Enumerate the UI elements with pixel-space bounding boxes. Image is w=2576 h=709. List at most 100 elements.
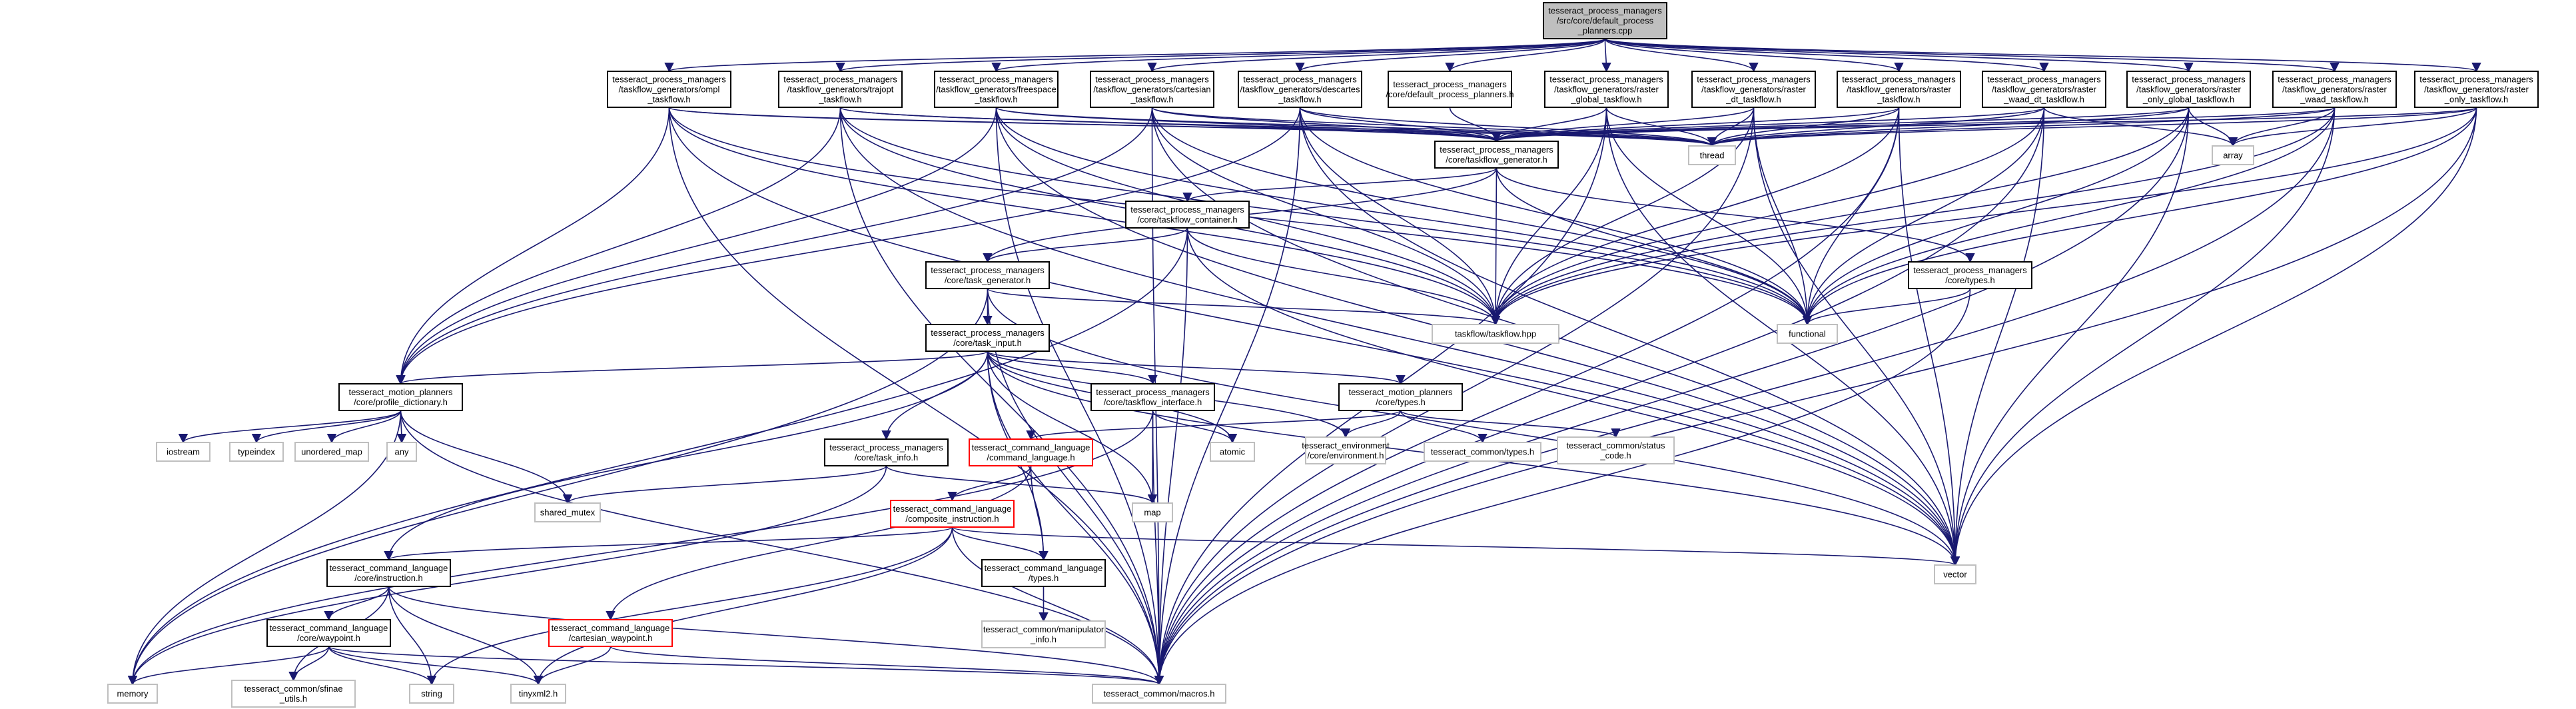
edge-composite-to-string bbox=[426, 526, 953, 686]
node-root[interactable]: tesseract_process_managers/src/core/defa… bbox=[1543, 2, 1667, 39]
node-label-instruction: /core/instruction.h bbox=[354, 573, 423, 583]
node-rgt[interactable]: tesseract_process_managers/taskflow_gene… bbox=[1544, 71, 1669, 108]
node-label-rwt: /taskflow_generators/raster bbox=[2282, 85, 2387, 95]
edge-instruction-to-string bbox=[388, 586, 437, 686]
edge-tcont-to-memory bbox=[127, 227, 1188, 686]
node-rwt[interactable]: tesseract_process_managers/taskflow_gene… bbox=[2272, 71, 2397, 108]
node-label-dpp: tesseract_process_managers bbox=[1393, 79, 1507, 89]
node-tiface[interactable]: tesseract_process_managers/core/taskflow… bbox=[1090, 383, 1215, 411]
edge-profile-to-iostream bbox=[178, 410, 402, 444]
node-cartesian[interactable]: tesseract_process_managers/taskflow_gene… bbox=[1090, 71, 1214, 108]
node-umap: unordered_map bbox=[294, 442, 369, 462]
edge-tcont-to-vector bbox=[1186, 227, 1960, 566]
node-box-iostream bbox=[156, 442, 211, 462]
edge-rot-to-tgen bbox=[1492, 107, 2477, 143]
node-rdt[interactable]: tesseract_process_managers/taskflow_gene… bbox=[1691, 71, 1816, 108]
edge-waypoint-to-sfinae bbox=[288, 646, 330, 682]
node-box-atomic bbox=[1210, 442, 1255, 462]
edge-cartesian-to-tgen bbox=[1151, 107, 1502, 143]
node-label-task_info: tesseract_process_managers bbox=[829, 442, 943, 452]
edge-rwt-to-macros bbox=[1154, 107, 2336, 686]
node-task_input[interactable]: tesseract_process_managers/core/task_inp… bbox=[925, 324, 1050, 352]
node-label-profile: /core/profile_dictionary.h bbox=[354, 397, 448, 407]
node-rot[interactable]: tesseract_process_managers/taskflow_gene… bbox=[2414, 71, 2539, 108]
node-tgen[interactable]: tesseract_process_managers/core/taskflow… bbox=[1434, 141, 1559, 169]
node-ompl[interactable]: tesseract_process_managers/taskflow_gene… bbox=[607, 71, 731, 108]
node-box-root bbox=[1543, 2, 1667, 39]
node-box-thread bbox=[1688, 145, 1736, 165]
edge-rt-to-vector bbox=[1898, 107, 1960, 566]
edge-rwt-to-tgen bbox=[1492, 107, 2336, 143]
node-label-iostream: iostream bbox=[167, 447, 200, 457]
node-profile[interactable]: tesseract_motion_planners/core/profile_d… bbox=[338, 383, 463, 411]
node-composite[interactable]: tesseract_command_language/composite_ins… bbox=[890, 500, 1015, 528]
node-label-ompl: tesseract_process_managers bbox=[612, 75, 726, 85]
edge-tcont-to-task_gen bbox=[983, 227, 1188, 263]
node-label-rogt: _only_global_taskflow.h bbox=[2142, 95, 2234, 105]
edge-rot-to-functional bbox=[1802, 107, 2477, 326]
node-label-rdt: /taskflow_generators/raster bbox=[1701, 85, 1806, 95]
node-label-waypoint: tesseract_command_language bbox=[270, 623, 388, 633]
node-label-composite: /composite_instruction.h bbox=[905, 514, 999, 524]
edge-rgt-to-taskflow bbox=[1490, 107, 1607, 326]
edge-rwdt-to-macros bbox=[1154, 107, 2045, 686]
node-label-rt: tesseract_process_managers bbox=[1842, 75, 1956, 85]
edge-rdt-to-vector bbox=[1753, 107, 1960, 566]
node-label-trajopt: /taskflow_generators/trajopt bbox=[787, 85, 894, 95]
node-cart_wp[interactable]: tesseract_command_language/cartesian_way… bbox=[548, 619, 673, 647]
node-label-tiface: /core/taskflow_interface.h bbox=[1104, 397, 1202, 407]
node-box-rogt bbox=[2126, 71, 2251, 108]
node-task_info[interactable]: tesseract_process_managers/core/task_inf… bbox=[824, 438, 949, 466]
node-types[interactable]: tesseract_process_managers/core/types.h bbox=[1908, 261, 2032, 289]
edge-cmdlang-to-cart_wp bbox=[606, 465, 1032, 621]
edge-descartes-to-macros bbox=[1154, 107, 1301, 686]
node-box-tgen bbox=[1434, 141, 1559, 169]
node-cl_types[interactable]: tesseract_command_language/types.h bbox=[981, 559, 1106, 587]
node-label-tcont: /core/taskflow_container.h bbox=[1137, 215, 1237, 225]
edge-ompl-to-macros bbox=[668, 107, 1164, 686]
node-box-rdt bbox=[1691, 71, 1816, 108]
node-rwdt[interactable]: tesseract_process_managers/taskflow_gene… bbox=[1982, 71, 2106, 108]
node-task_gen[interactable]: tesseract_process_managers/core/task_gen… bbox=[925, 261, 1050, 289]
node-label-cart_wp: tesseract_command_language bbox=[552, 623, 670, 633]
node-tcont[interactable]: tesseract_process_managers/core/taskflow… bbox=[1125, 201, 1250, 229]
node-sfinae: tesseract_common/sfinae_utils.h bbox=[231, 680, 356, 708]
node-mp_types[interactable]: tesseract_motion_planners/core/types.h bbox=[1338, 383, 1463, 411]
node-label-task_gen: /core/task_generator.h bbox=[945, 275, 1031, 285]
node-vector: vector bbox=[1934, 564, 1976, 584]
node-rogt[interactable]: tesseract_process_managers/taskflow_gene… bbox=[2126, 71, 2251, 108]
node-rt[interactable]: tesseract_process_managers/taskflow_gene… bbox=[1837, 71, 1961, 108]
node-functional: functional bbox=[1777, 324, 1838, 344]
node-dpp[interactable]: tesseract_process_managers/core/default_… bbox=[1386, 71, 1514, 108]
node-trajopt[interactable]: tesseract_process_managers/taskflow_gene… bbox=[778, 71, 903, 108]
edge-rt-to-tgen bbox=[1492, 107, 1900, 143]
node-label-trajopt: _taskflow.h bbox=[818, 95, 861, 105]
edge-rwt-to-thread bbox=[1707, 107, 2336, 147]
node-cmdlang[interactable]: tesseract_command_language/command_langu… bbox=[969, 438, 1093, 466]
edge-types-to-macros bbox=[1154, 288, 1971, 686]
edge-rogt-to-tgen bbox=[1492, 107, 2190, 143]
node-box-cl_types bbox=[981, 559, 1106, 587]
edge-task_input-to-instruction bbox=[384, 351, 989, 561]
edge-root-to-rot bbox=[1604, 38, 2481, 73]
node-label-cmdlang: tesseract_command_language bbox=[972, 442, 1090, 452]
node-freespace[interactable]: tesseract_process_managers/taskflow_gene… bbox=[934, 71, 1059, 108]
node-iostream: iostream bbox=[156, 442, 211, 462]
node-label-atomic: atomic bbox=[1220, 447, 1246, 457]
node-waypoint[interactable]: tesseract_command_language/core/waypoint… bbox=[266, 619, 391, 647]
edge-rt-to-functional bbox=[1802, 107, 1900, 326]
node-label-rdt: tesseract_process_managers bbox=[1697, 75, 1811, 85]
edge-rwdt-to-taskflow bbox=[1490, 107, 2045, 326]
node-descartes[interactable]: tesseract_process_managers/taskflow_gene… bbox=[1238, 71, 1362, 108]
node-instruction[interactable]: tesseract_command_language/core/instruct… bbox=[326, 559, 451, 587]
node-box-status bbox=[1557, 436, 1675, 464]
node-label-task_input: /core/task_input.h bbox=[953, 338, 1022, 348]
graph-nodes: tesseract_process_managers/src/core/defa… bbox=[107, 2, 2539, 708]
edge-cartesian-to-profile bbox=[396, 107, 1153, 385]
edge-freespace-to-macros bbox=[995, 107, 1164, 686]
node-ctypes: tesseract_common/types.h bbox=[1424, 442, 1541, 462]
edge-rot-to-thread bbox=[1707, 107, 2477, 147]
edge-rot-to-taskflow bbox=[1490, 107, 2477, 326]
node-label-task_info: /core/task_info.h bbox=[855, 452, 918, 462]
edge-ompl-to-profile bbox=[396, 107, 670, 385]
